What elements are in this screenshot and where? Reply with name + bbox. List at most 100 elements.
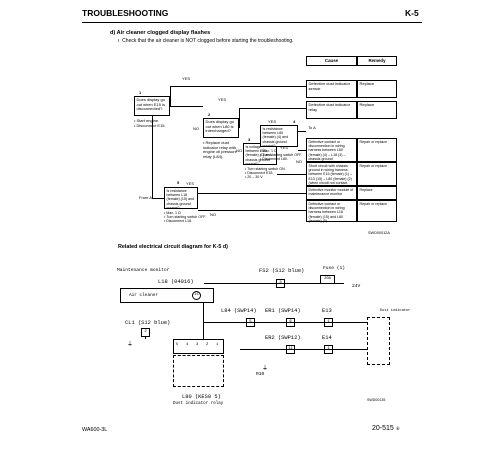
footer-page: 20-515 ⑥ <box>372 425 400 432</box>
page-suffix: ⑥ <box>395 426 400 431</box>
no-label-2: NO <box>236 148 242 153</box>
e13-label: E13 <box>322 308 332 314</box>
cause-1: Defective dust indicator sensor <box>306 80 357 98</box>
question-2: Does display go out when L80 is intercha… <box>203 118 239 138</box>
no-label-3: NO <box>296 159 302 164</box>
remedy-4: Repair or replace <box>357 138 397 162</box>
cause-7: Defective contact or disconnection in wi… <box>306 200 357 223</box>
ground-icon: ⏚ <box>127 342 134 348</box>
page-code: K-5 <box>405 8 419 18</box>
circuit-heading: Related electrical circuit diagram for K… <box>118 244 228 250</box>
yes-label-1: YES <box>182 76 191 81</box>
connector <box>239 108 306 109</box>
connector <box>170 86 171 106</box>
e14-label: E14 <box>322 335 332 341</box>
page-number: 20-515 <box>372 425 394 432</box>
l18-label: L18 (04016) <box>158 279 194 285</box>
question-4-note: • Max. 1 Ω • Turn starting switch OFF. •… <box>260 149 303 162</box>
remedy-1: Replace <box>357 80 397 98</box>
wire <box>203 322 367 323</box>
question-5-note: • Max. 1 Ω • Turn starting switch OFF. •… <box>164 211 207 224</box>
yes-label-4: YES <box>280 145 289 150</box>
connector <box>152 116 153 198</box>
cl1-label: CL1 (S12 blue) <box>125 320 171 326</box>
cause-6: Defective monitor module of maintenance … <box>306 186 357 200</box>
question-3-note: • Turn starting switch ON. • Disconnect … <box>245 167 286 180</box>
er2-label: ER2 (SWP12) <box>265 335 301 341</box>
wire <box>203 302 204 339</box>
relay-body <box>173 355 224 387</box>
cause-5: Short circuit with chassis ground in wir… <box>306 162 357 189</box>
yes-label-5: YES <box>186 181 195 186</box>
col-remedy-header: Remedy <box>357 56 397 66</box>
air-cleaner-box: Air cleaner <box>120 288 214 303</box>
relay-label: Dust indicator relay <box>173 402 224 406</box>
pin-2-marker: 2 <box>141 328 150 337</box>
dust-indicator-label: Dust indicator <box>380 309 411 313</box>
section-note: ı Check that the air cleaner is NOT clog… <box>118 38 294 44</box>
relay-pin-2: 2 <box>206 343 209 347</box>
wire <box>240 349 367 350</box>
dust-indicator-box <box>367 317 390 365</box>
question-2-note: • Replace dust indicator relay with engi… <box>203 140 237 159</box>
bullet-icon: ı <box>118 38 123 44</box>
question-5: Is resistance between L18 (female) (15) … <box>164 187 198 210</box>
footer-model: WA600-3L <box>82 427 108 433</box>
step-3-number: 3 <box>248 137 251 142</box>
remedy-5: Repair or replace <box>357 162 397 186</box>
question-1-note: • Start engine. • Disconnect E15. <box>134 118 166 128</box>
step-2-number: 2 <box>208 112 211 117</box>
from-a-label: From A <box>139 195 152 200</box>
col-cause-header: Cause <box>306 56 357 66</box>
no-label-1: NO <box>193 126 199 131</box>
fs2-label: FS2 (S12 blue) <box>259 268 305 274</box>
remedy-2: Replace <box>357 101 397 119</box>
section-heading: d) Air cleaner clogged display flashes <box>110 30 211 36</box>
step-5-number: 5 <box>177 180 180 185</box>
flow-code: SWD00012A <box>368 231 390 235</box>
relay-pin-4: 4 <box>186 343 189 347</box>
note-text: Check that the air cleaner is NOT clogge… <box>122 38 294 44</box>
question-3: Is voltage between E15 (female) (1) and … <box>243 143 277 166</box>
connector <box>170 106 203 107</box>
wire <box>145 337 146 339</box>
cause-3: To A <box>308 125 316 130</box>
l84-label: L84 (SWP14) <box>221 308 257 314</box>
relay-pin-1: 1 <box>216 343 219 347</box>
connector <box>198 210 306 211</box>
connector <box>239 108 240 128</box>
remedy-7: Repair or replace <box>357 200 397 222</box>
step-4-number: 4 <box>293 119 296 124</box>
connector <box>170 86 306 87</box>
yes-label-2: YES <box>218 97 227 102</box>
cause-2: Defective dust indicator relay <box>306 101 357 119</box>
air-cleaner-label: Air cleaner <box>129 293 158 298</box>
er1-label: ER1 (SWP14) <box>265 308 301 314</box>
ground-icon: ⏚ <box>262 366 269 372</box>
maintenance-monitor-label: Maintenance monitor <box>117 268 170 273</box>
wire <box>204 283 344 284</box>
connector <box>298 131 306 132</box>
relay-pin-3: 3 <box>196 343 199 347</box>
no-label-4: NO <box>210 212 216 217</box>
voltage-label: 24V <box>352 284 361 289</box>
remedy-6: Replace <box>357 186 397 200</box>
relay-connector: 5 4 3 2 1 <box>173 339 224 354</box>
r10-label: R10 <box>256 372 265 377</box>
circuit-code: SWD00135 <box>367 398 386 402</box>
connector <box>277 174 306 175</box>
cause-4: Defective contact or disconnection in wi… <box>306 138 357 162</box>
connector <box>198 193 306 194</box>
pin-15-marker: 15 <box>192 291 201 300</box>
question-1: Does display go out when E15 is disconne… <box>134 96 170 116</box>
header-rule <box>82 22 422 24</box>
header-title: TROUBLESHOOTING <box>82 8 169 18</box>
connector <box>298 150 306 151</box>
question-4: Is resistance between L80 (female) (4) a… <box>260 125 298 148</box>
connector <box>152 198 164 199</box>
fuse-label: Fuse (1) <box>323 266 346 271</box>
relay-pin-5: 5 <box>176 343 183 347</box>
yes-label-3: YES <box>268 119 277 124</box>
step-1-number: 1 <box>139 90 142 95</box>
l80-label: L80 (KES0 5) <box>182 394 221 400</box>
